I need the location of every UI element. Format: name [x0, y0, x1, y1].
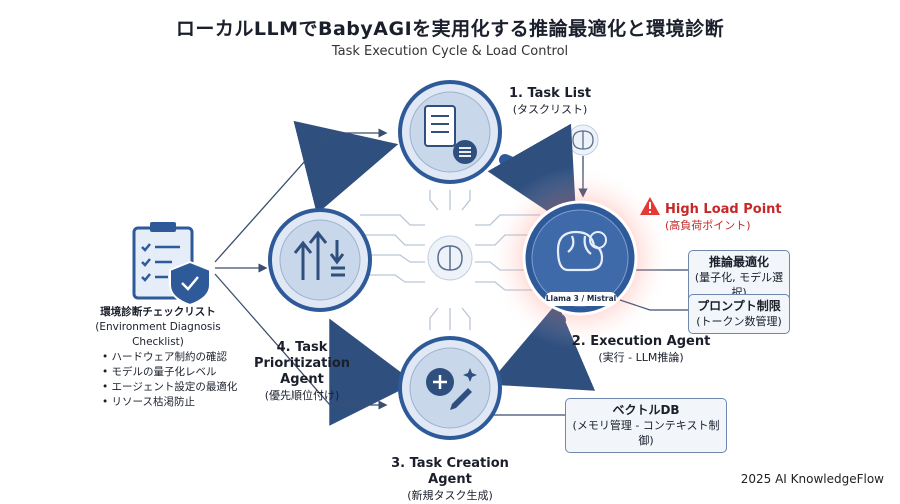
page-title: ローカルLLMでBabyAGIを実用化する推論最適化と環境診断: [175, 18, 725, 40]
creation-agent-label: 3. Task Creation Agent (新規タスク生成): [391, 456, 509, 502]
model-badge: Llama 3 / Mistral: [545, 292, 617, 306]
task-list-node: [398, 80, 502, 184]
brain-gear-icon: [556, 230, 604, 272]
checklist-panel: 環境診断チェックリスト (Environment Diagnosis Check…: [68, 305, 268, 410]
prioritization-agent-label: 4. Task Prioritization Agent (優先順位付け): [253, 340, 351, 402]
document-list-icon: [424, 105, 456, 147]
plus-pencil-icon: [426, 368, 477, 410]
execution-agent-label: 2. Execution Agent (実行 - LLM推論): [571, 334, 711, 364]
small-brain-icon-top: [567, 124, 599, 156]
footer-credit: 2025 AI KnowledgeFlow: [740, 472, 884, 486]
execution-agent-node: [522, 200, 638, 316]
checklist-item: • モデルの量子化レベル: [102, 366, 217, 378]
high-load-label: High Load Point (高負荷ポイント): [665, 202, 782, 232]
checklist-title: 環境診断チェックリスト: [100, 306, 216, 318]
checklist-item: • リソース枯渇防止: [102, 396, 196, 408]
checklist-items: • ハードウェア制約の確認 • モデルの量子化レベル • エージェント設定の最適…: [68, 350, 268, 410]
prompt-limit-box: プロンプト制限 (トークン数管理): [688, 294, 790, 334]
warning-icon: [640, 197, 660, 215]
page-subtitle: Task Execution Cycle & Load Control: [331, 44, 569, 59]
small-brain-icon-center: [427, 235, 473, 281]
task-list-label: 1. Task List (タスクリスト): [508, 86, 592, 116]
vector-db-box: ベクトルDB (メモリ管理 - コンテキスト制御): [565, 398, 727, 453]
prioritization-agent-node: [268, 208, 372, 312]
checklist-item: • ハードウェア制約の確認: [102, 351, 228, 363]
checklist-connectors: [214, 128, 388, 410]
creation-agent-node: [398, 336, 502, 440]
sort-arrows-icon: [293, 230, 345, 280]
clipboard-shield-icon: [132, 222, 211, 307]
checklist-item: • エージェント設定の最適化: [102, 381, 238, 393]
checklist-subtitle: (Environment Diagnosis Checklist): [95, 321, 221, 348]
